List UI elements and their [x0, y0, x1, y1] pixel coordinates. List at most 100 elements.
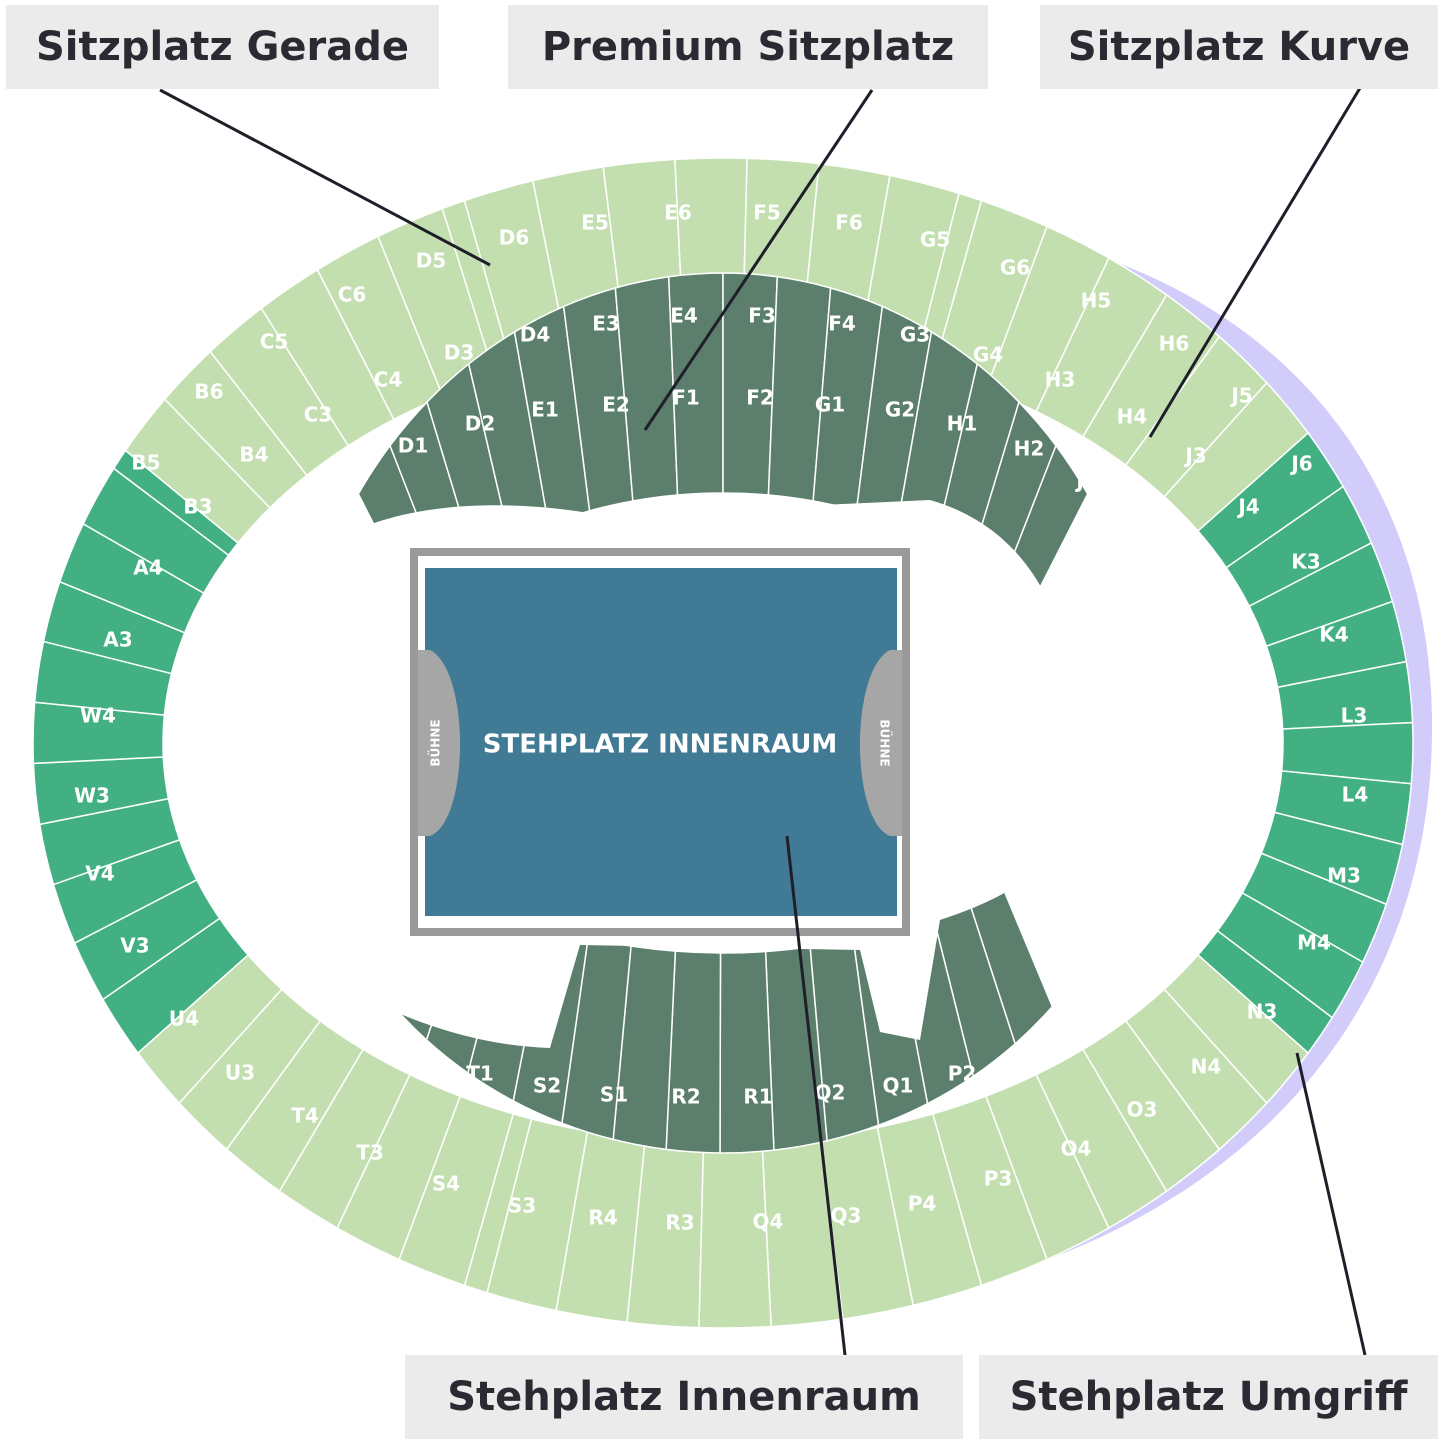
section-label-t4[interactable]: T4 [291, 1104, 319, 1128]
section-label-j2[interactable]: J2 [1126, 505, 1149, 529]
section-label-h5[interactable]: H5 [1081, 289, 1112, 313]
section-label-g2[interactable]: G2 [885, 398, 915, 422]
section-label-t3[interactable]: T3 [356, 1141, 384, 1165]
section-label-p2[interactable]: P2 [948, 1062, 977, 1086]
section-label-u3[interactable]: U3 [225, 1061, 255, 1085]
section-label-s3[interactable]: S3 [508, 1194, 536, 1218]
section-label-g6[interactable]: G6 [1000, 256, 1030, 280]
section-label-u2[interactable]: U2 [287, 980, 317, 1004]
section-label-e4[interactable]: E4 [670, 304, 698, 328]
section-label-d3[interactable]: D3 [444, 341, 475, 365]
section-label-m3[interactable]: M3 [1327, 864, 1361, 888]
section-label-b5[interactable]: B5 [131, 451, 160, 475]
section-label-c5[interactable]: C5 [260, 330, 289, 354]
section-label-o1[interactable]: O1 [1126, 980, 1157, 1004]
section-label-r2[interactable]: R2 [671, 1085, 700, 1109]
section-label-c3[interactable]: C3 [304, 403, 333, 427]
section-label-c1[interactable]: C1 [288, 500, 317, 524]
section-label-k4[interactable]: K4 [1319, 623, 1348, 647]
section-label-c6[interactable]: C6 [338, 283, 367, 307]
section-label-a2[interactable]: A2 [185, 650, 214, 674]
section-label-t2[interactable]: T2 [399, 1039, 427, 1063]
section-label-h3[interactable]: H3 [1045, 368, 1076, 392]
section-label-w2[interactable]: W2 [168, 775, 204, 799]
section-label-l3[interactable]: L3 [1341, 704, 1368, 728]
section-label-h1[interactable]: H1 [947, 412, 978, 436]
section-label-q4[interactable]: Q4 [753, 1210, 784, 1234]
section-label-o3[interactable]: O3 [1127, 1098, 1158, 1122]
section-label-v3[interactable]: V3 [120, 934, 149, 958]
section-label-h6[interactable]: H6 [1159, 332, 1190, 356]
section-label-p3[interactable]: P3 [984, 1167, 1013, 1191]
section-label-b3[interactable]: B3 [183, 495, 212, 519]
section-label-n3[interactable]: N3 [1247, 1000, 1278, 1024]
section-label-s2[interactable]: S2 [533, 1074, 561, 1098]
section-label-e6[interactable]: E6 [664, 201, 692, 225]
section-label-b2[interactable]: B2 [245, 547, 274, 571]
section-label-f1[interactable]: F1 [672, 386, 700, 410]
section-label-e2[interactable]: E2 [602, 393, 630, 417]
section-label-f4[interactable]: F4 [828, 312, 856, 336]
section-label-q2[interactable]: Q2 [815, 1081, 846, 1105]
innenraum-area[interactable] [425, 568, 897, 916]
section-label-f6[interactable]: F6 [835, 211, 863, 235]
section-label-k2[interactable]: K2 [1203, 598, 1232, 622]
section-label-u1[interactable]: U1 [337, 1013, 367, 1037]
section-label-f2[interactable]: F2 [746, 386, 774, 410]
section-label-n4[interactable]: N4 [1191, 1055, 1222, 1079]
section-label-l1[interactable]: L1 [1225, 653, 1252, 677]
innenraum-field[interactable]: STEHPLATZ INNENRAUM BÜHNE BÜHNE [410, 548, 910, 936]
section-label-n1[interactable]: N1 [1200, 884, 1231, 908]
section-label-k1[interactable]: K1 [1166, 549, 1195, 573]
section-label-s1[interactable]: S1 [600, 1083, 628, 1107]
section-label-w3[interactable]: W3 [74, 784, 110, 808]
section-label-e1[interactable]: E1 [531, 398, 559, 422]
section-label-j3[interactable]: J3 [1183, 444, 1206, 468]
section-label-w1[interactable]: W1 [180, 834, 216, 858]
section-label-h2[interactable]: H2 [1014, 437, 1045, 461]
section-label-j1[interactable]: J1 [1074, 469, 1097, 493]
section-label-w4[interactable]: W4 [80, 704, 116, 728]
seat-block-kurve[interactable] [112, 449, 240, 557]
section-label-u4[interactable]: U4 [169, 1007, 199, 1031]
section-label-o2[interactable]: O2 [1077, 1012, 1108, 1036]
section-label-g3[interactable]: G3 [900, 323, 930, 347]
section-label-j4[interactable]: J4 [1236, 495, 1259, 519]
section-label-a3[interactable]: A3 [103, 628, 132, 652]
section-label-m1[interactable]: M1 [1233, 773, 1267, 797]
section-label-t1[interactable]: T1 [466, 1062, 494, 1086]
section-label-m2[interactable]: M2 [1221, 829, 1255, 853]
section-label-r4[interactable]: R4 [588, 1206, 617, 1230]
section-label-d6[interactable]: D6 [499, 226, 530, 250]
seat-block-gerade[interactable] [698, 1141, 772, 1329]
section-label-g1[interactable]: G1 [815, 393, 845, 417]
section-label-k3[interactable]: K3 [1291, 550, 1320, 574]
section-label-m4[interactable]: M4 [1297, 931, 1331, 955]
section-label-b1[interactable]: B1 [208, 595, 237, 619]
section-label-e3[interactable]: E3 [592, 312, 620, 336]
section-label-v2[interactable]: V2 [207, 889, 236, 913]
section-label-q3[interactable]: Q3 [831, 1204, 862, 1228]
section-label-j5[interactable]: J5 [1229, 384, 1252, 408]
section-label-c4[interactable]: C4 [374, 368, 403, 392]
section-label-d2[interactable]: D2 [465, 412, 496, 436]
section-label-d5[interactable]: D5 [416, 249, 447, 273]
section-label-r3[interactable]: R3 [665, 1211, 694, 1235]
section-label-a4[interactable]: A4 [133, 556, 162, 580]
section-label-n2[interactable]: N2 [1173, 934, 1204, 958]
section-label-v1[interactable]: V1 [242, 937, 271, 961]
section-label-g5[interactable]: G5 [920, 228, 950, 252]
section-label-s4[interactable]: S4 [432, 1172, 460, 1196]
section-label-b6[interactable]: B6 [194, 380, 223, 404]
section-label-j6[interactable]: J6 [1289, 452, 1312, 476]
section-label-b4[interactable]: B4 [239, 443, 268, 467]
section-label-f5[interactable]: F5 [753, 201, 781, 225]
section-label-c2[interactable]: C2 [341, 461, 370, 485]
section-label-l4[interactable]: L4 [1342, 783, 1369, 807]
section-label-p1[interactable]: P1 [1012, 1041, 1041, 1065]
section-label-h4[interactable]: H4 [1117, 405, 1148, 429]
section-label-e5[interactable]: E5 [581, 211, 609, 235]
section-label-a1[interactable]: A1 [171, 714, 200, 738]
section-label-f3[interactable]: F3 [748, 304, 776, 328]
section-label-l2[interactable]: L2 [1238, 714, 1265, 738]
